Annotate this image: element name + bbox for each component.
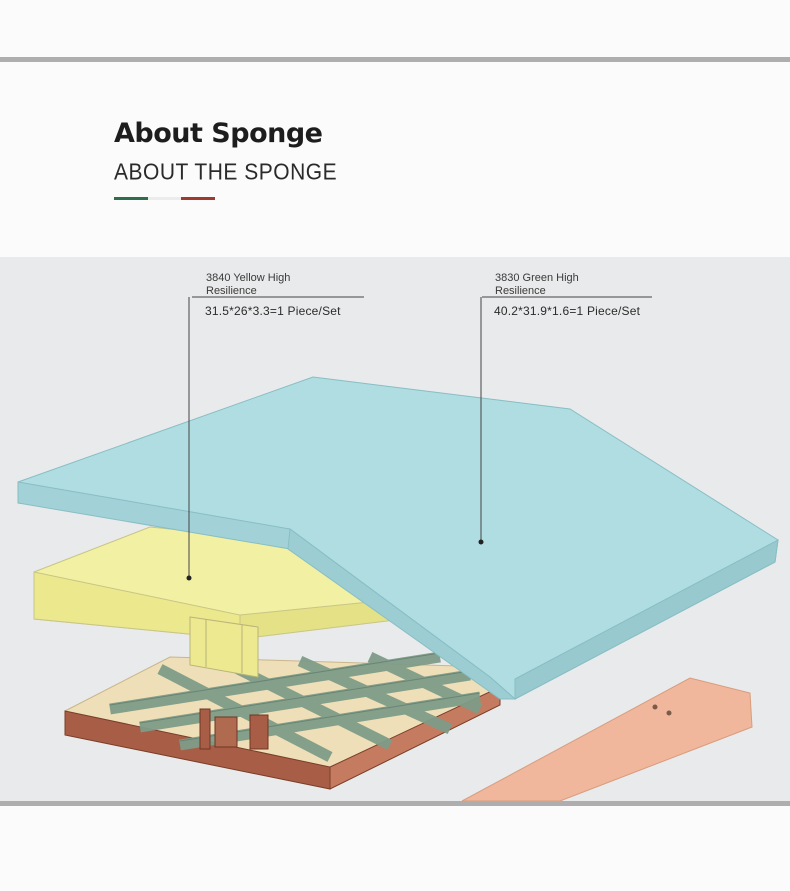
yellow-sponge [33, 526, 422, 678]
accent-bar-red [181, 197, 215, 200]
sofa-layers-drawing [17, 296, 779, 801]
callout-yellow-name: 3840 Yellow High Resilience [206, 272, 291, 297]
callout-green-name: 3830 Green High Resilience [495, 272, 579, 297]
sponge-exploded-illustration: 3840 Yellow High Resilience 31.5*26*3.3=… [0, 257, 790, 801]
page-subtitle: ABOUT THE SPONGE [114, 160, 338, 185]
callout-yellow-spec: 31.5*26*3.3=1 Piece/Set [205, 304, 341, 318]
callout-leaders [188, 296, 652, 577]
callout-green-spec: 40.2*31.9*1.6=1 Piece/Set [494, 304, 641, 318]
page-title: About Sponge [114, 118, 323, 149]
wood-board [461, 677, 753, 801]
base-frame [64, 651, 501, 790]
accent-bar-white [148, 197, 181, 200]
accent-bar-green [114, 197, 148, 200]
bottom-divider [0, 801, 790, 806]
top-divider [0, 57, 790, 62]
green-sponge [17, 376, 779, 700]
